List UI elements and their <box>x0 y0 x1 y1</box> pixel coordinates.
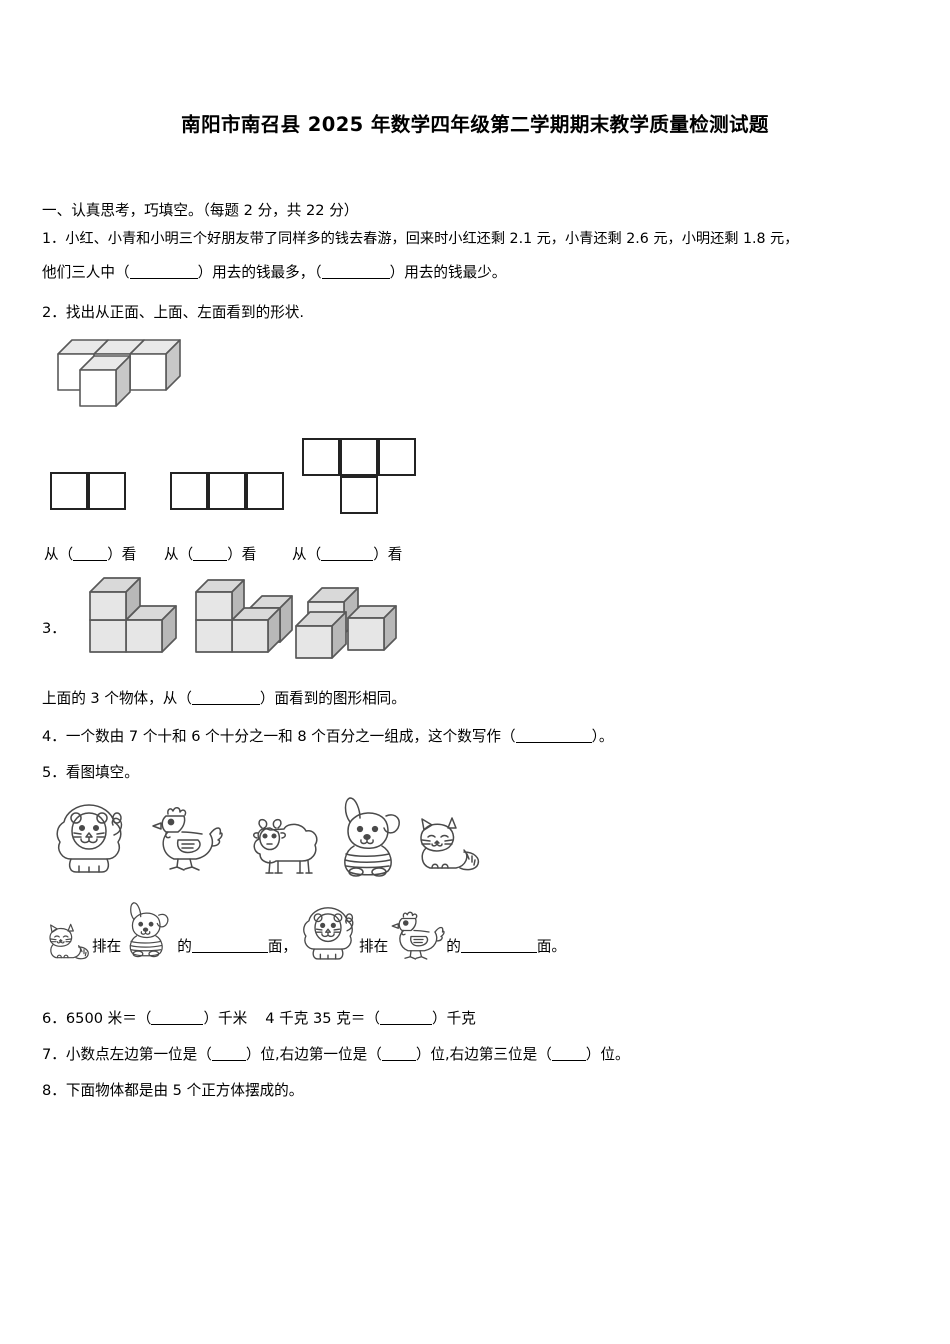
question-4-text: 4．一个数由 7 个十和 6 个十分之一和 8 个百分之一组成，这个数写作（ ）。 <box>42 726 614 749</box>
q7-text-c: ）位,右边第三位是（ <box>415 1046 552 1063</box>
question-7-text: 7．小数点左边第一位是（ ）位,右边第一位是（ ）位,右边第三位是（ ）位。 <box>42 1044 630 1067</box>
section-one-heading: 一、认真思考，巧填空。（每题 2 分，共 22 分） <box>42 202 359 219</box>
grid-cell <box>302 438 340 476</box>
figure-q2-solid <box>52 330 182 410</box>
q7-blank-1[interactable] <box>211 1060 246 1061</box>
q1-text-c: ）用去的钱最少。 <box>389 264 507 281</box>
grid-cell <box>170 472 208 510</box>
grid-cell <box>88 472 126 510</box>
grid-cell <box>246 472 284 510</box>
q6-blank-2[interactable] <box>380 1024 432 1025</box>
q5-blank-2[interactable] <box>460 952 537 953</box>
view-label-1-post: ）看 <box>107 546 137 563</box>
view-label-2: 从（ ）看 <box>164 544 256 567</box>
view-blank-2[interactable] <box>193 560 228 561</box>
figure-q3-solid-b <box>188 579 300 664</box>
q7-blank-3[interactable] <box>551 1060 586 1061</box>
q3-text-post: ）面看到的图形相同。 <box>259 690 406 707</box>
view-label-3: 从（ ）看 <box>292 544 402 567</box>
view-label-3-post: ）看 <box>373 546 403 563</box>
q1-blank-2[interactable] <box>321 278 390 279</box>
q4-text-post: ）。 <box>591 728 614 745</box>
q4-text-pre: 4．一个数由 7 个十和 6 个十分之一和 8 个百分之一组成，这个数写作（ <box>42 728 516 745</box>
question-2-prompt: 2．找出从正面、上面、左面看到的形状. <box>42 304 305 321</box>
q7-text-a: 7．小数点左边第一位是（ <box>42 1046 212 1063</box>
question-1-line-1: 1．小红、小青和小明三个好朋友带了同样多的钱去春游，回来时小红还剩 2.1 元，… <box>42 231 799 247</box>
q5-text-b1: 排在 <box>359 938 389 955</box>
q7-text-b: ）位,右边第一位是（ <box>245 1046 382 1063</box>
question-5-prompt: 5．看图填空。 <box>42 764 139 781</box>
q1-text-b: ）用去的钱最多，（ <box>197 264 322 281</box>
view-label-1-pre: 从（ <box>44 546 74 563</box>
question-3-number: 3． <box>42 620 66 637</box>
view-label-3-pre: 从（ <box>292 546 322 563</box>
q1-text-a: 他们三人中（ <box>42 264 130 281</box>
question-1-line-2: 他们三人中（ ）用去的钱最多，（ ）用去的钱最少。 <box>42 262 506 285</box>
q5-blank-1[interactable] <box>191 952 268 953</box>
inline-animal-lion <box>297 907 359 976</box>
q6-part1-post: ）千米 <box>203 1010 248 1027</box>
grid-cell <box>340 438 378 476</box>
view-label-2-post: ）看 <box>227 546 257 563</box>
animal-dog <box>332 794 412 878</box>
q1-blank-1[interactable] <box>129 278 198 279</box>
q4-blank[interactable] <box>515 742 592 743</box>
inline-animal-dog <box>121 902 177 976</box>
q5-text-b3: 面。 <box>536 938 567 955</box>
q6-part2-pre: 4 千克 35 克＝（ <box>265 1010 380 1027</box>
q6-blank-1[interactable] <box>151 1024 204 1025</box>
animal-lion <box>50 800 128 876</box>
q3-blank[interactable] <box>191 704 260 705</box>
q6-part1-pre: 6．6500 米＝（ <box>42 1010 152 1027</box>
q7-text-d: ）位。 <box>585 1046 630 1063</box>
question-6-text: 6．6500 米＝（ ）千米 4 千克 35 克＝（ ）千克 <box>42 1008 476 1031</box>
inline-animal-chicken <box>388 911 446 974</box>
q5-text-a2: 的 <box>177 938 192 955</box>
q5-text-b2: 的 <box>446 938 461 955</box>
q6-part2-post: ）千克 <box>432 1010 476 1027</box>
animal-chicken <box>148 802 224 874</box>
figure-q3-solid-a <box>82 577 192 664</box>
inline-animal-cat <box>44 922 92 972</box>
question-5-fill-line: 排在 的 面， <box>44 902 567 976</box>
animal-sheep <box>240 800 326 876</box>
page-title: 南阳市南召县 2025 年数学四年级第二学期期末教学质量检测试题 <box>181 113 769 136</box>
q5-text-a3: 面， <box>267 938 298 955</box>
grid-cell <box>340 476 378 514</box>
view-label-2-pre: 从（ <box>164 546 194 563</box>
grid-cell <box>208 472 246 510</box>
view-blank-1[interactable] <box>73 560 108 561</box>
q7-blank-2[interactable] <box>381 1060 416 1061</box>
grid-cell <box>50 472 88 510</box>
view-label-1: 从（ ）看 <box>44 544 136 567</box>
question-3-text: 上面的 3 个物体，从（ ）面看到的图形相同。 <box>42 688 406 711</box>
q3-text-pre: 上面的 3 个物体，从（ <box>42 690 192 707</box>
figure-q3-solid-c <box>292 584 404 664</box>
question-8-text: 8．下面物体都是由 5 个正方体摆成的。 <box>42 1082 304 1099</box>
grid-cell <box>378 438 416 476</box>
q5-text-a1: 排在 <box>92 938 122 955</box>
view-blank-3[interactable] <box>321 560 374 561</box>
animal-cat <box>412 812 484 874</box>
